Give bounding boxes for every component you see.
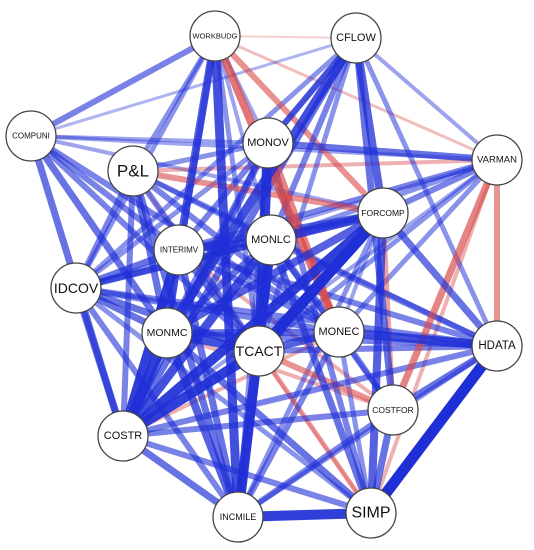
node-label: TCACT — [236, 343, 283, 359]
edge-monov-idcov — [74, 141, 270, 290]
node-circle — [189, 10, 241, 62]
node-monmc: MONMC — [141, 307, 193, 359]
node-hdata: HDATA — [471, 320, 523, 372]
node-circle — [357, 187, 409, 239]
edge-cflow-compuni — [30, 36, 357, 138]
node-circle — [471, 320, 523, 372]
node-label: IDCOV — [54, 280, 99, 296]
edge-monov-varman — [267, 139, 498, 164]
node-label: FORCOMP — [361, 208, 405, 218]
node-label: MONEC — [319, 326, 360, 338]
edge-workbudg-interimv — [175, 35, 219, 251]
node-label: CFLOW — [336, 32, 376, 44]
edge-idcov-costr — [72, 286, 127, 438]
edge-monmc-costfor — [166, 331, 394, 412]
node-monec: MONEC — [313, 306, 365, 358]
node-circle — [245, 214, 297, 266]
node-pandl: P&L — [107, 145, 159, 197]
node-tcact: TCACT — [233, 325, 285, 377]
node-circle — [233, 325, 285, 377]
edge-forcomp-hdata — [380, 210, 500, 349]
node-label: COMPUNI — [12, 132, 50, 141]
edge-forcomp-monmc — [165, 209, 385, 337]
edge-compuni-monmc — [28, 134, 170, 335]
node-label: INCMILE — [220, 512, 257, 522]
node-cflow: CFLOW — [330, 12, 382, 64]
edge-forcomp-simp — [367, 212, 387, 514]
node-circle — [212, 491, 264, 543]
edge-cflow-varman — [354, 36, 499, 162]
edge-forcomp-incmile — [235, 211, 386, 519]
node-label: WORKBUDG — [193, 32, 238, 41]
edge-workbudg-compuni — [29, 33, 217, 139]
node-circle — [153, 224, 205, 276]
node-label: MONMC — [147, 327, 188, 339]
node-label: COSTR — [104, 430, 143, 442]
node-workbudg: WORKBUDG — [189, 10, 241, 62]
edge-monec-hdata — [338, 327, 498, 351]
edge-monlc-incmile — [233, 239, 276, 518]
edge-monec-incmile — [235, 330, 342, 519]
edge-cflow-forcomp — [352, 37, 387, 214]
node-varman: VARMAN — [471, 134, 523, 186]
node-forcomp: FORCOMP — [357, 187, 409, 239]
node-label: HDATA — [478, 340, 516, 352]
node-simp: SIMP — [345, 487, 397, 539]
node-circle — [471, 134, 523, 186]
node-costr: COSTR — [97, 410, 149, 462]
node-incmile: INCMILE — [212, 491, 264, 543]
node-circle — [5, 110, 57, 162]
edge-workbudg-tcact — [212, 35, 262, 352]
node-circle — [313, 306, 365, 358]
edge-workbudg-incmile — [210, 35, 243, 518]
node-circle — [367, 384, 419, 436]
node-label: MONLC — [251, 234, 291, 246]
node-monov: MONOV — [242, 117, 294, 169]
node-label: INTERIMV — [160, 246, 199, 255]
edge-hdata-simp — [366, 342, 502, 517]
node-circle — [330, 12, 382, 64]
node-interimv: INTERIMV — [153, 224, 205, 276]
node-label: P&L — [117, 162, 149, 181]
edge-tcact-costr — [120, 346, 262, 441]
node-label: MONOV — [247, 137, 289, 149]
edge-forcomp-tcact — [254, 209, 388, 355]
node-idcov: IDCOV — [50, 262, 102, 314]
node-circle — [50, 262, 102, 314]
edge-cflow-idcov — [74, 36, 358, 290]
node-label: SIMP — [351, 505, 390, 522]
edge-hdata-costr — [122, 343, 498, 439]
edge-workbudg-varman — [214, 34, 498, 162]
node-circle — [97, 410, 149, 462]
node-label: VARMAN — [477, 155, 517, 166]
node-monlc: MONLC — [245, 214, 297, 266]
node-circle — [345, 487, 397, 539]
node-label: COSTFOR — [372, 405, 414, 415]
node-compuni: COMPUNI — [5, 110, 57, 162]
edge-monlc-simp — [267, 238, 375, 515]
node-circle — [141, 307, 193, 359]
edge-interimv-hdata — [178, 247, 498, 349]
edge-tcact-simp — [256, 349, 374, 515]
node-circle — [107, 145, 159, 197]
node-costfor: COSTFOR — [367, 384, 419, 436]
nodes-layer: WORKBUDG CFLOW COMPUNI MONOV VARMAN P&L FORCOM… — [5, 10, 523, 543]
edge-forcomp-costr — [119, 209, 387, 440]
edge-costfor-costr — [122, 407, 394, 439]
node-circle — [242, 117, 294, 169]
